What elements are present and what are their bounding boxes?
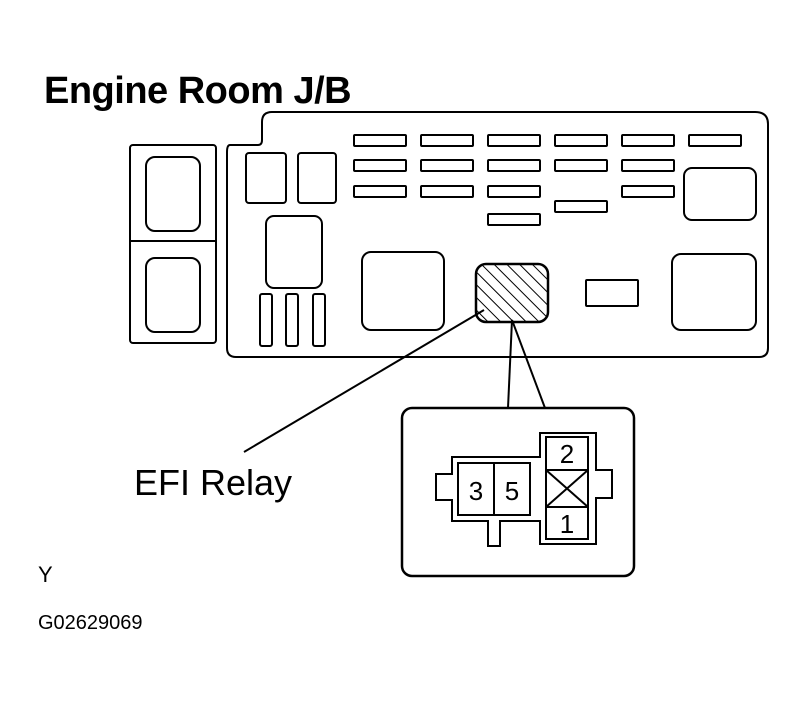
efi-relay-highlight [474, 262, 550, 324]
diagram-title: Engine Room J/B [44, 70, 352, 112]
detail-connector-lines [507, 319, 546, 409]
large-relays [361, 167, 757, 331]
pin-2-label: 2 [560, 439, 574, 469]
efi-relay-leader-line [243, 309, 485, 453]
fuse-grid [353, 134, 742, 226]
small-relays [245, 152, 337, 289]
left-side-module [129, 144, 217, 344]
pin-3-label: 3 [469, 476, 483, 506]
pin-1-label: 1 [560, 509, 574, 539]
relay-detail-box [400, 406, 636, 578]
pin-5-label: 5 [505, 476, 519, 506]
vertical-fuse-slots [259, 293, 326, 347]
footer-code: Y [38, 562, 53, 587]
junction-block-outline [226, 111, 769, 358]
figure-id: G02629069 [38, 612, 143, 634]
relay-connector-face [435, 432, 613, 547]
efi-relay-label: EFI Relay [134, 462, 293, 503]
